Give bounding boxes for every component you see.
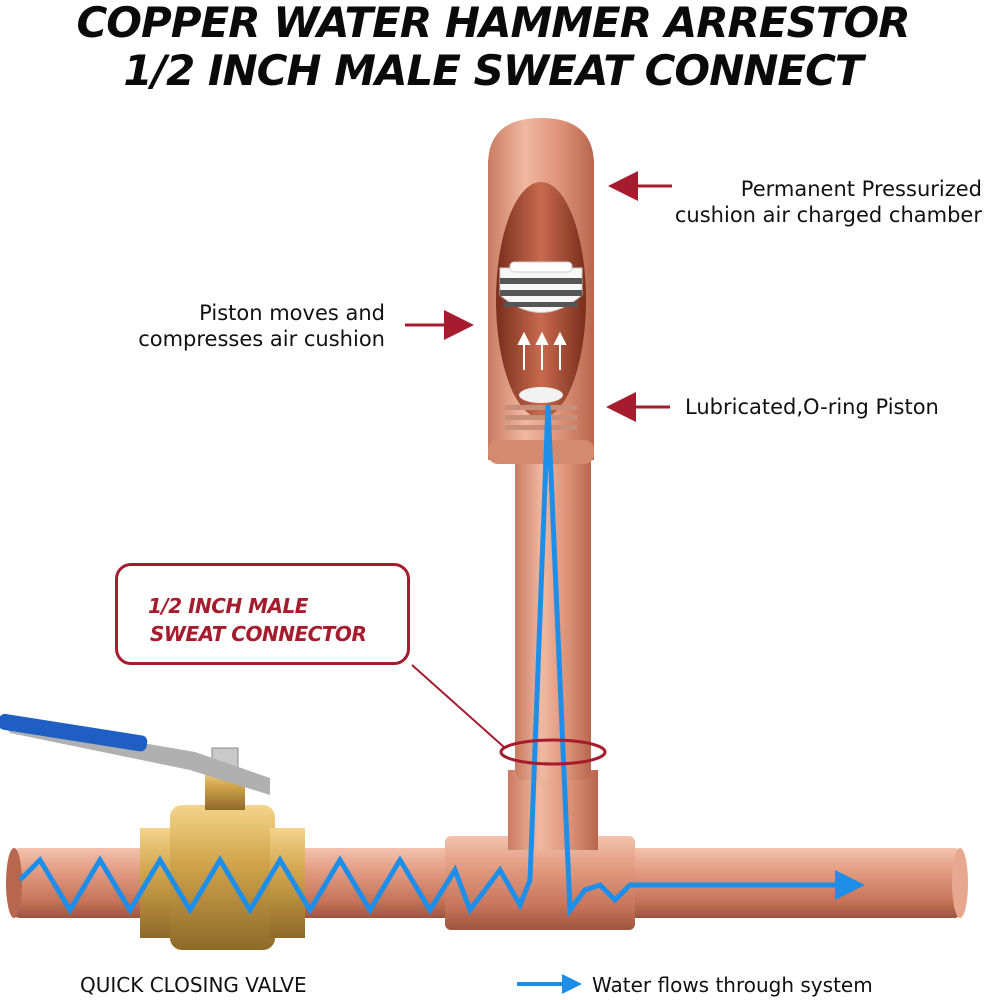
label-chamber-line2: cushion air charged chamber (674, 203, 982, 227)
piston (499, 261, 583, 313)
label-pressurized-chamber: Permanent Pressurized cushion air charge… (612, 176, 982, 228)
callout-line2: SWEAT CONNECTOR (150, 622, 367, 646)
page-title-line2: 1/2 INCH MALE SWEAT CONNECT (123, 46, 863, 95)
callout-sweat-connector: 1/2 INCH MALE SWEAT CONNECTOR (148, 592, 367, 648)
connector-highlight-ring (499, 738, 607, 766)
callout-line1: 1/2 INCH MALE (148, 594, 308, 618)
water-flow-arrowhead (835, 870, 865, 900)
label-quick-closing-valve: QUICK CLOSING VALVE (80, 973, 307, 997)
label-piston-moves: Piston moves and compresses air cushion (60, 300, 385, 352)
callout-leader-line (411, 664, 506, 749)
label-water-flow: Water flows through system (592, 973, 873, 997)
legend-water-arrowhead (562, 974, 582, 994)
callout-box (115, 563, 410, 665)
up-arrows (517, 331, 567, 370)
page-title-line1: COPPER WATER HAMMER ARRESTOR (76, 0, 910, 47)
label-piston-line1: Piston moves and (199, 301, 385, 325)
label-chamber-line1: Permanent Pressurized (740, 177, 982, 201)
label-oring-piston: Lubricated,O-ring Piston (685, 395, 939, 419)
cutaway-chamber (496, 182, 586, 430)
tee-fitting (445, 770, 635, 930)
label-piston-line2: compresses air cushion (138, 327, 385, 351)
water-flow-line (18, 404, 840, 918)
quick-closing-valve (0, 713, 305, 950)
